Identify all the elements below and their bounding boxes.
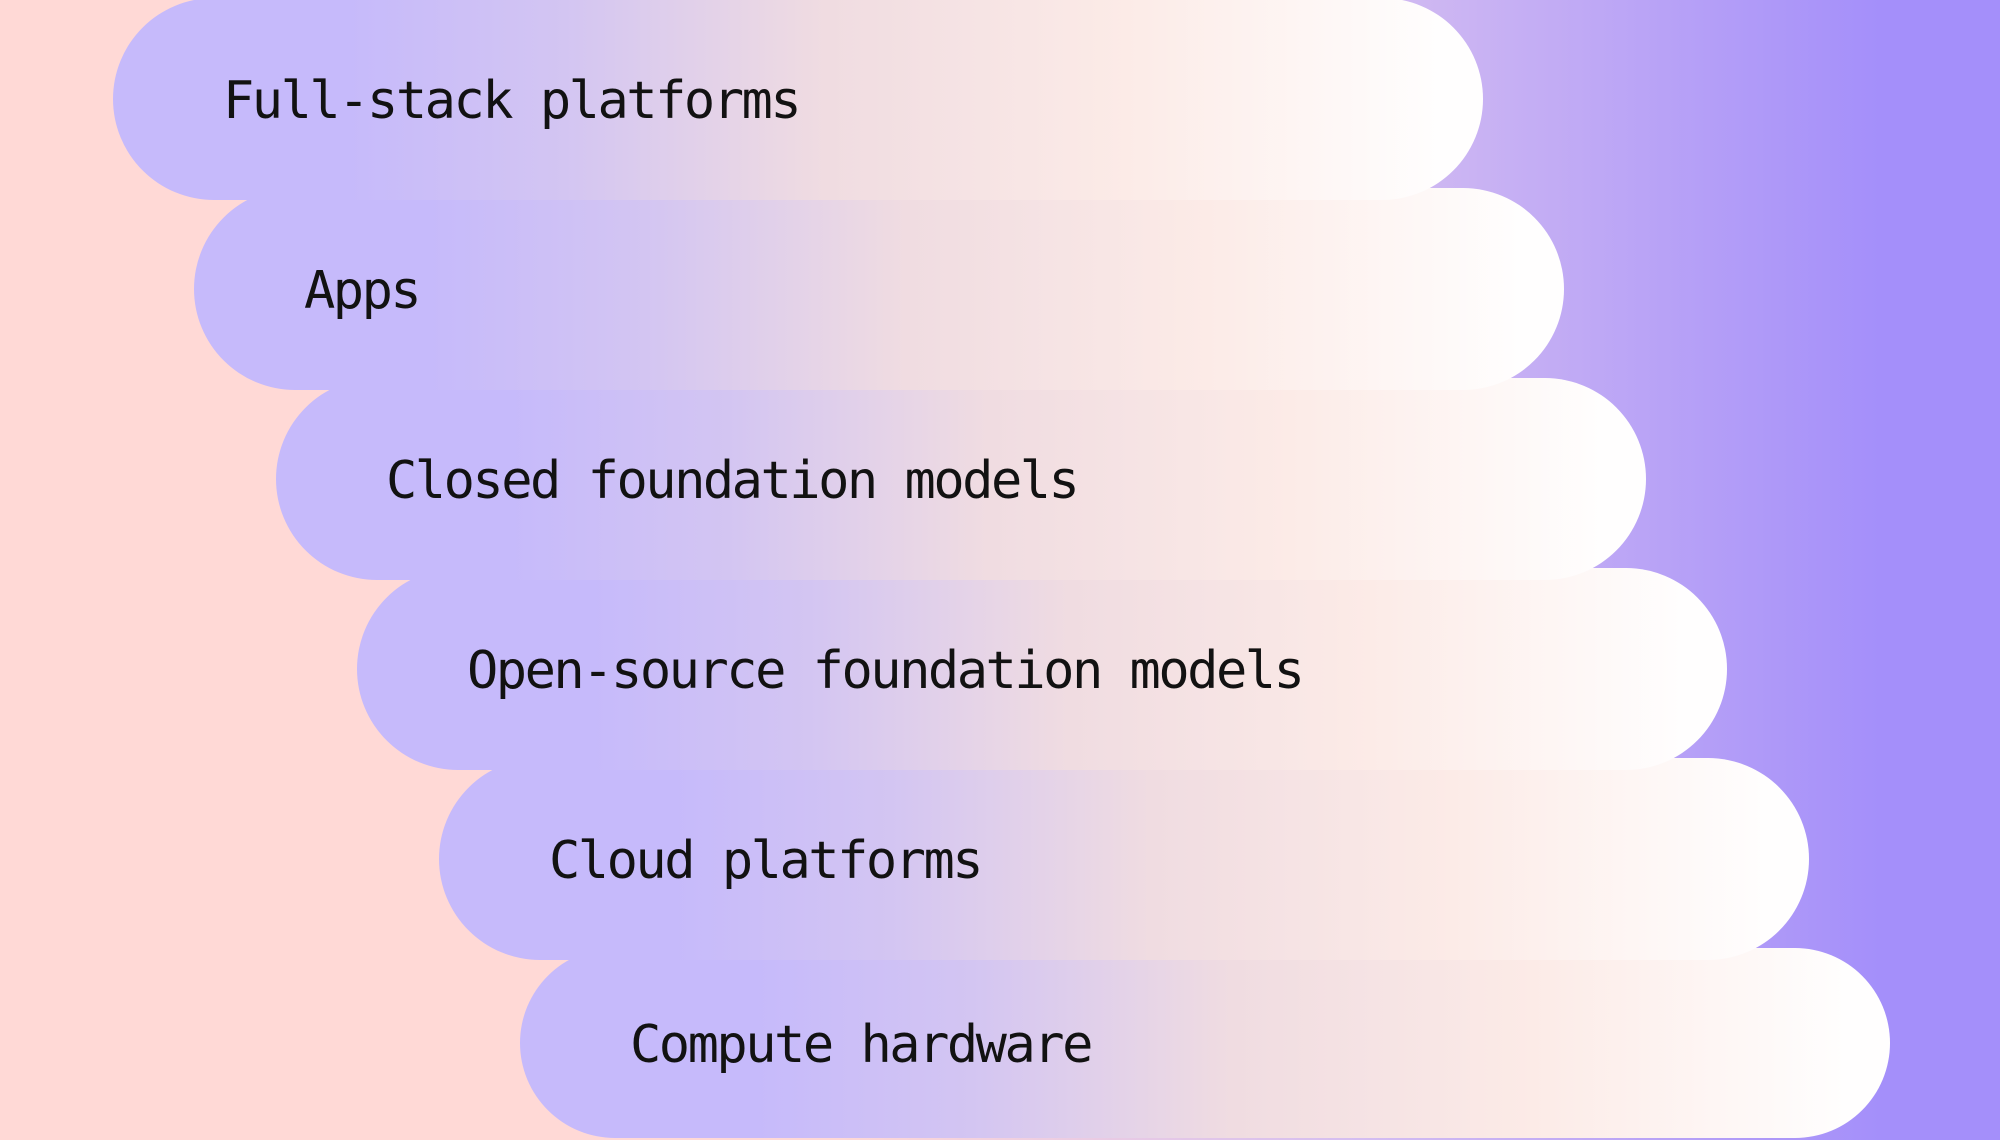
layer-pill-closed-foundation-models: Closed foundation models	[276, 378, 1646, 580]
layer-pill-open-source-foundation-models: Open-source foundation models	[357, 568, 1727, 770]
layer-pill-cloud-platforms: Cloud platforms	[439, 758, 1809, 960]
layer-label: Apps	[304, 261, 422, 321]
layer-pill-apps: Apps	[194, 188, 1564, 390]
layer-label: Closed foundation models	[386, 451, 1080, 511]
layer-pill-compute-hardware: Compute hardware	[520, 948, 1890, 1138]
layer-pill-full-stack-platforms: Full-stack platforms	[113, 0, 1483, 200]
layer-label: Full-stack platforms	[223, 71, 802, 131]
layer-label: Open-source foundation models	[467, 641, 1305, 701]
layer-label: Compute hardware	[630, 1015, 1093, 1075]
layer-label: Cloud platforms	[549, 831, 984, 891]
